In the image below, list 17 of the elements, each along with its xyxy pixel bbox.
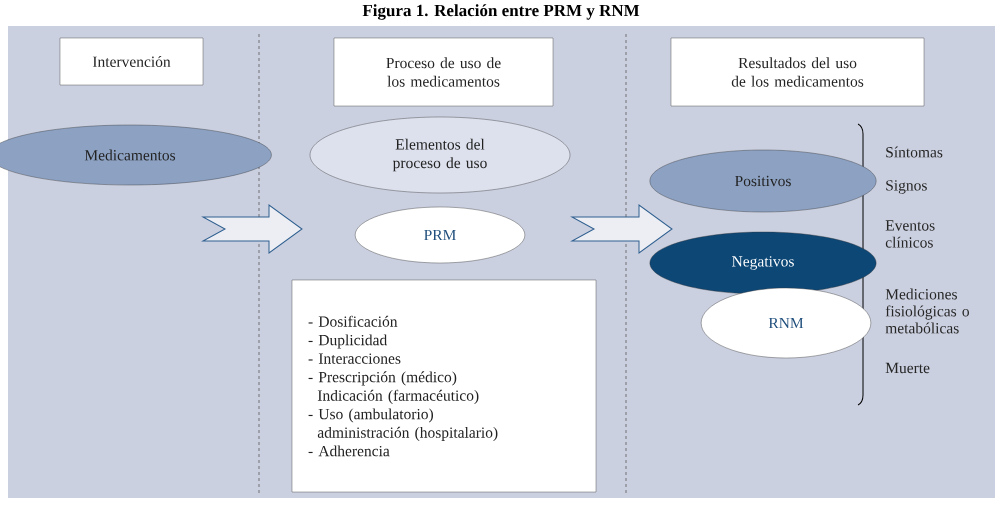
list-box: - Dosificación - Duplicidad - Interacciones - Prescripción (médico) Indicación (farmacéutico) - Uso (ambulatorio) administración (hospitalario) - Adherencia [291, 279, 597, 493]
ellipse-node: Positivos [649, 149, 877, 213]
ellipse-node: Elementos del proceso de uso [309, 116, 571, 194]
side-label: Signos [886, 180, 927, 194]
side-label: Eventos clínicos [885, 220, 935, 248]
header-box: Resultados del uso de los medicamentos [670, 37, 925, 107]
chevron-arrow [202, 204, 303, 254]
side-label: Síntomas [886, 146, 943, 158]
chevron-arrow [571, 204, 673, 254]
title: Figura 1. Relación entre PRM y RNM [362, 4, 640, 20]
ellipse-node: RNM [700, 287, 872, 359]
ellipse-node: PRM [354, 206, 526, 264]
ellipse-node: Negativos [649, 231, 877, 295]
header-box: Intervención [59, 37, 204, 86]
side-label: Mediciones fisiológicas o metabólicas [885, 288, 969, 334]
header-box: Proceso de uso de los medicamentos [333, 37, 554, 107]
side-label: Muerte [885, 362, 930, 374]
